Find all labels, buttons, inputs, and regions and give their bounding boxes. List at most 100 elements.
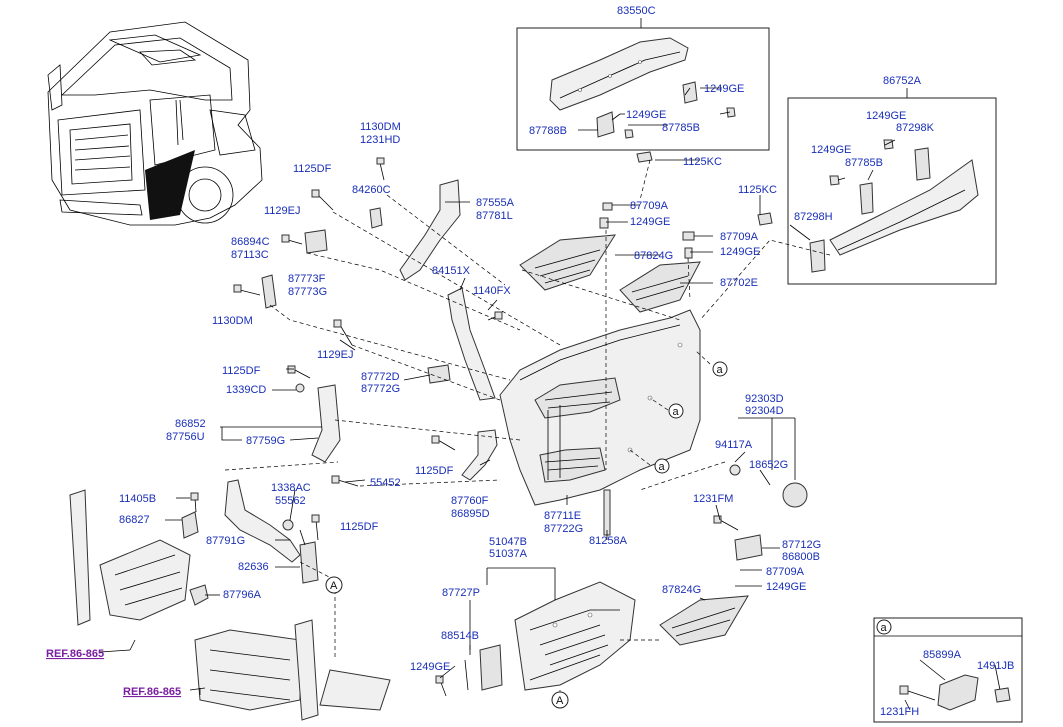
mud-guard-upper-front (549, 37, 736, 163)
label-1249ge-b: 1249GE (626, 109, 666, 121)
label-1130dm-a: 1130DM (360, 121, 401, 133)
bracket-86894c (261, 274, 277, 309)
label-87796a: 87796A (223, 589, 262, 601)
svg-text:a: a (659, 461, 666, 473)
marker-A1: A (325, 576, 343, 594)
bracket-88514b (479, 644, 503, 691)
strip-81258a (603, 489, 611, 536)
battery-box-51047b (514, 581, 636, 691)
label-1125df-b: 1125DF (222, 365, 261, 377)
label-86894c: 86894C (231, 236, 270, 248)
label-87555a: 87555A (476, 197, 515, 209)
mud-guard-upper-rear (757, 139, 979, 273)
part-labels: 83550C 86752A 1249GE 1249GE 87788B 87785… (46, 5, 1014, 718)
label-87298k: 87298K (896, 122, 935, 134)
label-86800b: 86800B (782, 551, 820, 563)
label-1125df-c: 1125DF (415, 465, 454, 477)
label-1249ge-h: 1249GE (410, 661, 450, 673)
label-87773g: 87773G (288, 286, 327, 298)
bracket-87791g (224, 479, 301, 563)
label-51037a: 51037A (489, 548, 528, 560)
screw-1249ge-f (684, 247, 693, 259)
bracket-86852 (311, 384, 341, 463)
label-87824g-a: 87824G (634, 250, 673, 262)
marker-a3: a (654, 458, 670, 474)
label-1129ej-a: 1129EJ (264, 205, 301, 217)
step-plate-87702e (619, 261, 701, 313)
reference-link-2[interactable]: REF.86-865 (123, 686, 181, 698)
label-1249ge-f: 1249GE (720, 246, 760, 258)
label-1231fh: 1231FH (880, 706, 919, 718)
label-1249ge-d: 1249GE (811, 144, 851, 156)
marker-a2: a (668, 403, 684, 419)
label-87712g: 87712G (782, 539, 821, 551)
assembly-box-86752a (787, 97, 997, 285)
label-92304d: 92304D (745, 405, 784, 417)
reference-link-1[interactable]: REF.86-865 (46, 648, 104, 660)
guide-lines (224, 159, 831, 700)
label-1125kc-a: 1125KC (683, 156, 722, 168)
label-1249ge-c: 1249GE (866, 110, 906, 122)
label-51047b: 51047B (489, 536, 527, 548)
label-84151x: 84151X (432, 265, 471, 277)
step-plate-lower-87824g (659, 595, 749, 646)
label-1125kc-b: 1125KC (738, 184, 777, 196)
label-87772d: 87772D (361, 371, 400, 383)
main-step-assembly (499, 309, 701, 506)
label-82636: 82636 (238, 561, 269, 573)
label-84260c: 84260C (352, 184, 391, 196)
ref1-leader (99, 649, 131, 653)
label-87709a-a: 87709A (630, 200, 669, 212)
bracket-82636 (299, 541, 319, 584)
leader-lines (129, 18, 1001, 711)
label-1130dm-b: 1130DM (212, 315, 253, 327)
bolts (190, 157, 739, 697)
label-87702e: 87702E (720, 277, 758, 289)
label-83550c: 83550C (617, 5, 656, 17)
label-87711e: 87711E (544, 510, 581, 522)
label-87773f: 87773F (288, 273, 326, 285)
label-11405b: 11405B (119, 493, 156, 505)
label-18652g: 18652G (749, 459, 788, 471)
label-1231hd: 1231HD (360, 134, 400, 146)
step-plate-upper (519, 234, 616, 291)
label-81258a: 81258A (589, 535, 628, 547)
label-1249ge-g: 1249GE (766, 581, 806, 593)
label-87722g: 87722G (544, 523, 583, 535)
label-86752a: 86752A (883, 75, 922, 87)
svg-text:a: a (717, 364, 724, 376)
bracket-86827 (181, 511, 199, 539)
label-55562: 55562 (275, 495, 306, 507)
bracket-87773f (304, 229, 328, 254)
label-87781l: 87781L (476, 210, 513, 222)
marker-a1: a (712, 361, 728, 377)
label-87298h: 87298H (794, 211, 833, 223)
label-87709a-b: 87709A (720, 231, 759, 243)
label-87772g: 87772G (361, 383, 400, 395)
label-1125df-a: 1125DF (293, 163, 332, 175)
label-1249ge-a: 1249GE (704, 83, 744, 95)
bracket-87760f (461, 429, 498, 481)
label-86895d: 86895D (451, 508, 490, 520)
label-1491jb: 1491JB (977, 660, 1014, 672)
svg-text:a: a (673, 406, 680, 418)
label-87759g: 87759G (246, 435, 285, 447)
label-87756u: 87756U (166, 431, 205, 443)
truck-cab-illustration (47, 21, 263, 226)
label-87113c: 87113C (231, 249, 269, 261)
bracket-87772d (427, 364, 451, 384)
bracket-84151x (447, 287, 496, 401)
label-1338ac: 1338AC (271, 482, 311, 494)
label-87785b-a: 87785B (662, 122, 700, 134)
label-87785b-b: 87785B (845, 157, 883, 169)
bulb-94117a (729, 464, 741, 476)
label-86827: 86827 (119, 514, 150, 526)
label-87709a-c: 87709A (766, 566, 805, 578)
lamp-92303d (782, 482, 808, 508)
detail-box-a (873, 617, 1023, 723)
label-1129ej-b: 1129EJ (317, 349, 354, 361)
clip-87709a-b (682, 231, 695, 241)
label-1125df-d: 1125DF (340, 521, 379, 533)
label-88514b: 88514B (441, 630, 479, 642)
